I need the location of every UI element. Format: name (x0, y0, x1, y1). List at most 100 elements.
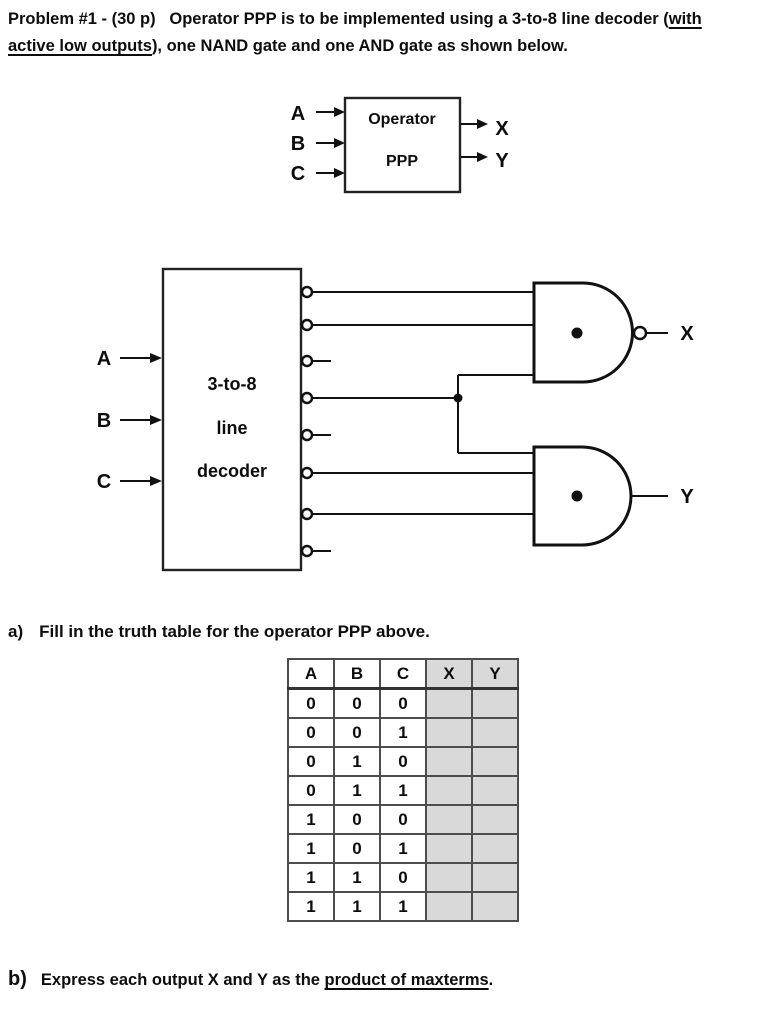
nand-gate-body (532, 281, 634, 384)
cell-c: 0 (379, 804, 427, 835)
answer-cell-y (471, 804, 519, 835)
circuit-diagram: Operator PPP A B C X Y 3-to-8 line decod… (97, 96, 694, 572)
cell-a: 0 (287, 687, 335, 719)
decoder-label-line3: decoder (197, 461, 267, 481)
arrowhead-icon (477, 152, 488, 162)
operator-box (343, 96, 462, 194)
decoder-output-bubble-3 (300, 391, 314, 405)
table-row: 0 0 0 (287, 687, 519, 719)
cell-c: 1 (379, 891, 427, 922)
decoder-box (161, 267, 303, 572)
decoder-output-bubble-1 (300, 318, 314, 332)
heading-text-1: Problem #1 - (30 p) Operator PPP is to b… (8, 10, 669, 28)
answer-cell-x (425, 687, 473, 719)
nand-output-bubble (632, 325, 648, 341)
cell-b: 0 (333, 804, 381, 835)
table-row: 0 0 1 (287, 717, 519, 748)
nand-output-label: X (680, 323, 694, 345)
nand-gate: X (532, 281, 694, 384)
decoder-output-bubble-6 (300, 507, 314, 521)
decoder-output-bubble-0 (300, 285, 314, 299)
answer-cell-y (471, 891, 519, 922)
cell-c: 0 (379, 746, 427, 777)
part-b-prompt: b)Express each output X and Y as the pro… (8, 968, 493, 991)
cell-a: 1 (287, 833, 335, 864)
col-header-c: C (379, 658, 427, 690)
arrowhead-icon (334, 168, 345, 178)
answer-cell-y (471, 862, 519, 893)
operator-box-subtitle: PPP (386, 153, 418, 170)
answer-cell-x (425, 775, 473, 806)
cell-c: 1 (379, 775, 427, 806)
cell-a: 1 (287, 804, 335, 835)
and-gate-dot (571, 490, 583, 502)
col-header-b: B (333, 658, 381, 690)
answer-cell-x (425, 862, 473, 893)
truth-table-header-row: A B C X Y (287, 658, 519, 690)
heading-underlined-2: active low outputs (8, 37, 152, 55)
cell-a: 1 (287, 862, 335, 893)
table-row: 1 0 1 (287, 833, 519, 864)
arrowhead-icon (150, 476, 162, 486)
heading-line-2: active low outputs), one NAND gate and o… (8, 33, 765, 60)
heading-line-1: Problem #1 - (30 p) Operator PPP is to b… (8, 6, 765, 33)
decoder-output-bubble-5 (300, 466, 314, 480)
part-b-text-post: . (488, 971, 494, 989)
cell-c: 0 (379, 687, 427, 719)
cell-b: 1 (333, 775, 381, 806)
operator-block-diagram: Operator PPP A B C X Y (291, 96, 509, 194)
answer-cell-x (425, 804, 473, 835)
cell-c: 1 (379, 717, 427, 748)
block-input-label-b: B (291, 133, 305, 155)
table-row: 1 1 1 (287, 891, 519, 922)
table-row: 0 1 0 (287, 746, 519, 777)
decoder-input-label-b: B (97, 410, 111, 432)
cell-c: 0 (379, 862, 427, 893)
cell-b: 1 (333, 746, 381, 777)
decoder-output-bubble-4 (300, 428, 314, 442)
connection-wires (312, 291, 534, 515)
decoder-input-label-a: A (97, 348, 111, 370)
answer-cell-x (425, 833, 473, 864)
answer-cell-y (471, 717, 519, 748)
arrowhead-icon (150, 353, 162, 363)
heading-text-2: ), one NAND gate and one AND gate as sho… (151, 37, 568, 55)
block-output-label-y: Y (495, 150, 509, 172)
answer-cell-y (471, 746, 519, 777)
table-row: 1 1 0 (287, 862, 519, 893)
wire-junction-dot (453, 393, 463, 403)
col-header-y: Y (471, 658, 519, 690)
problem-heading: Problem #1 - (30 p) Operator PPP is to b… (8, 6, 765, 60)
decoder-output-bubble-2 (300, 354, 314, 368)
answer-cell-y (471, 833, 519, 864)
table-row: 0 1 1 (287, 775, 519, 806)
block-input-label-c: C (291, 163, 305, 185)
operator-box-title: Operator (368, 111, 436, 128)
decoder-label-line2: line (216, 418, 247, 438)
decoder: 3-to-8 line decoder A B C (97, 267, 331, 572)
col-header-x: X (425, 658, 473, 690)
cell-a: 0 (287, 775, 335, 806)
arrowhead-icon (477, 119, 488, 129)
part-b-text-underlined: product of maxterms (324, 971, 489, 989)
arrowhead-icon (150, 415, 162, 425)
answer-cell-x (425, 891, 473, 922)
decoder-output-bubble-7 (300, 544, 314, 558)
arrowhead-icon (334, 138, 345, 148)
decoder-input-label-c: C (97, 471, 111, 493)
cell-a: 1 (287, 891, 335, 922)
cell-a: 0 (287, 746, 335, 777)
cell-c: 1 (379, 833, 427, 864)
cell-b: 0 (333, 717, 381, 748)
block-output-label-x: X (495, 118, 509, 140)
heading-underlined-1: with (668, 10, 702, 28)
part-a-text: Fill in the truth table for the operator… (39, 622, 430, 641)
and-output-label: Y (680, 486, 694, 508)
answer-cell-x (425, 717, 473, 748)
cell-b: 0 (333, 833, 381, 864)
answer-cell-x (425, 746, 473, 777)
nand-gate-dot (571, 327, 583, 339)
table-row: 1 0 0 (287, 804, 519, 835)
decoder-label-line1: 3-to-8 (208, 374, 257, 394)
